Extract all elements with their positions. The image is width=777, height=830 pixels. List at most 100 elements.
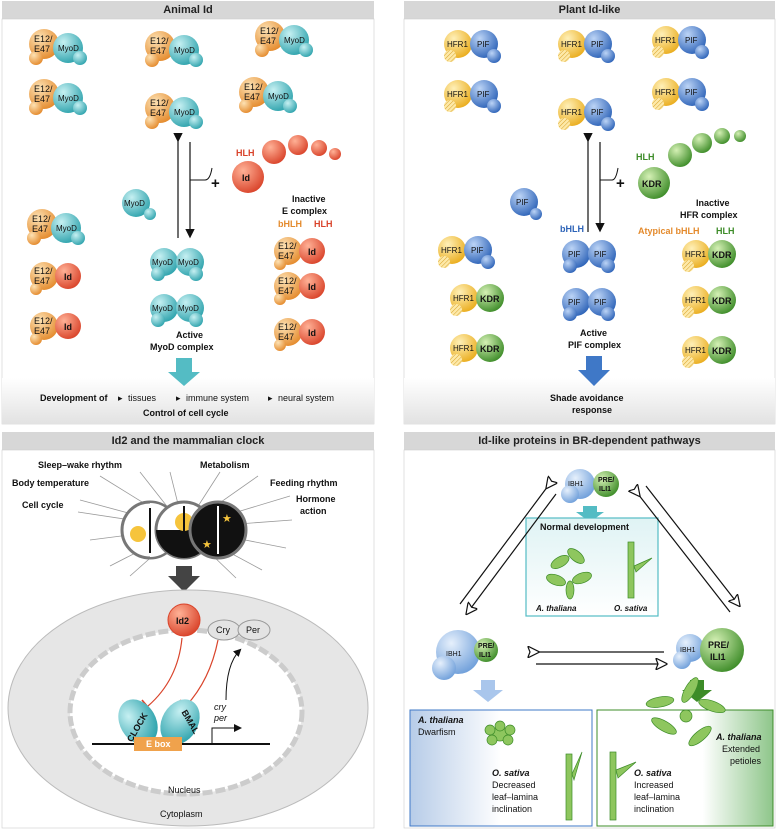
svg-text:Cell cycle: Cell cycle — [22, 500, 64, 510]
svg-text:action: action — [300, 506, 327, 516]
dwarf-arabidopsis-icon — [484, 720, 516, 746]
svg-text:bHLH: bHLH — [560, 224, 584, 234]
svg-text:Id: Id — [64, 272, 72, 282]
panel-title-br: Id-like proteins in BR-dependent pathway… — [404, 432, 775, 450]
svg-text:Dwarfism: Dwarfism — [418, 727, 456, 737]
svg-text:Increased: Increased — [634, 780, 674, 790]
svg-text:MyoD: MyoD — [124, 199, 145, 208]
svg-text:Id: Id — [242, 173, 250, 183]
svg-text:Sleep–wake rhythm: Sleep–wake rhythm — [38, 460, 122, 470]
svg-text:Active: Active — [176, 330, 203, 340]
svg-text:Hormone: Hormone — [296, 494, 336, 504]
svg-text:E12/: E12/ — [34, 34, 53, 44]
svg-text:A. thaliana: A. thaliana — [715, 732, 762, 742]
svg-text:MyoD complex: MyoD complex — [150, 342, 214, 352]
ibh1-dominant-dimer: IBH1 PRE/ ILI1 — [432, 630, 498, 680]
svg-text:Inactive: Inactive — [292, 194, 326, 204]
ibh1-pre-dimer: IBH1 PRE/ ILI1 — [561, 469, 619, 503]
svg-text:PRE/: PRE/ — [598, 477, 614, 484]
svg-text:inclination: inclination — [492, 804, 532, 814]
svg-text:PIF: PIF — [594, 250, 607, 259]
svg-text:▸: ▸ — [268, 393, 273, 403]
free-myod — [122, 189, 150, 217]
extended-arabidopsis-icon — [645, 677, 726, 747]
svg-text:Cytoplasm: Cytoplasm — [160, 809, 203, 819]
svg-text:HLH: HLH — [636, 152, 655, 162]
svg-text:IBH1: IBH1 — [446, 651, 462, 658]
svg-text:HFR1: HFR1 — [447, 40, 468, 49]
svg-text:E47: E47 — [34, 44, 50, 54]
svg-text:ILI1: ILI1 — [710, 652, 726, 662]
svg-text:A. thaliana: A. thaliana — [417, 715, 464, 725]
down-arrow-clock — [168, 566, 200, 592]
svg-text:Atypical bHLH: Atypical bHLH — [638, 226, 700, 236]
svg-text:PIF complex: PIF complex — [568, 340, 621, 350]
panel-title-plant: Plant Id-like — [404, 1, 775, 19]
svg-text:★: ★ — [222, 513, 232, 525]
svg-text:HLH: HLH — [716, 226, 735, 236]
rice-large-angle-icon — [609, 751, 637, 821]
svg-text:response: response — [572, 405, 612, 415]
svg-text:PIF: PIF — [516, 198, 529, 207]
svg-text:IBH1: IBH1 — [680, 647, 696, 654]
svg-text:Development of: Development of — [40, 393, 109, 403]
id-protein — [232, 161, 264, 193]
animal-id-panel: E12/E47 MyoD + HLH Id MyoD Inactive E co… — [27, 21, 341, 418]
join-line — [190, 167, 213, 181]
footer-plant — [404, 378, 775, 424]
svg-text:tissues: tissues — [128, 393, 157, 403]
id2-protein — [167, 603, 201, 637]
hfr1-pif-dimer: HFR1 PIF — [444, 30, 501, 63]
e-box — [134, 737, 182, 751]
svg-text:petioles: petioles — [730, 756, 762, 766]
svg-text:leaf–lamina: leaf–lamina — [492, 792, 538, 802]
svg-text:★: ★ — [202, 539, 212, 551]
svg-text:PIF: PIF — [568, 250, 581, 259]
br-panel: IBH1 PRE/ ILI1 Normal development A. tha… — [409, 469, 774, 827]
svg-text:Id2: Id2 — [176, 616, 189, 626]
svg-text:Normal development: Normal development — [540, 522, 629, 532]
svg-text:MyoD: MyoD — [178, 258, 199, 267]
svg-text:▸: ▸ — [118, 393, 123, 403]
rice-small-angle-icon — [565, 751, 583, 821]
panel-title-clock: Id2 and the mammalian clock — [2, 432, 374, 450]
footer-animal — [2, 378, 374, 424]
svg-text:Feeding rhythm: Feeding rhythm — [270, 478, 338, 488]
plus-sign: + — [211, 175, 220, 192]
svg-text:MyoD: MyoD — [58, 44, 79, 53]
svg-text:E box: E box — [146, 739, 171, 749]
kdr-protein — [638, 167, 670, 199]
svg-text:Active: Active — [580, 328, 607, 338]
per-protein — [237, 619, 271, 641]
down-arrow-animal — [168, 358, 200, 386]
svg-text:E complex: E complex — [282, 206, 327, 216]
svg-text:KDR: KDR — [642, 179, 662, 189]
svg-text:ILI1: ILI1 — [599, 486, 611, 493]
svg-text:HFR complex: HFR complex — [680, 210, 738, 220]
svg-text:Metabolism: Metabolism — [200, 460, 250, 470]
hlh-label: HLH — [236, 148, 255, 158]
rice-plant-icon — [627, 541, 653, 599]
svg-text:O. sativa: O. sativa — [634, 768, 672, 778]
svg-text:▸: ▸ — [176, 393, 181, 403]
svg-text:Cry: Cry — [216, 625, 230, 635]
svg-text:leaf–lamina: leaf–lamina — [634, 792, 680, 802]
arabidopsis-plant-icon — [546, 548, 592, 600]
svg-text:Control of cell cycle: Control of cell cycle — [143, 408, 229, 418]
svg-text:PIF: PIF — [477, 40, 490, 49]
svg-text:+: + — [616, 175, 625, 192]
svg-text:E12/: E12/ — [34, 266, 53, 276]
svg-text:Inactive: Inactive — [696, 198, 730, 208]
down-arrow-plant — [578, 356, 610, 386]
svg-text:O. sativa: O. sativa — [492, 768, 530, 778]
svg-text:bHLH: bHLH — [278, 219, 302, 229]
svg-text:inclination: inclination — [634, 804, 674, 814]
svg-text:PRE/: PRE/ — [708, 640, 730, 650]
clock-panel: Sleep–wake rhythm Metabolism Body temper… — [7, 460, 369, 827]
svg-text:cry: cry — [214, 702, 226, 712]
e47-id-dimer: E12/E47 Id — [30, 262, 81, 295]
normal-development-box — [525, 517, 659, 617]
svg-text:O. sativa: O. sativa — [614, 604, 648, 613]
